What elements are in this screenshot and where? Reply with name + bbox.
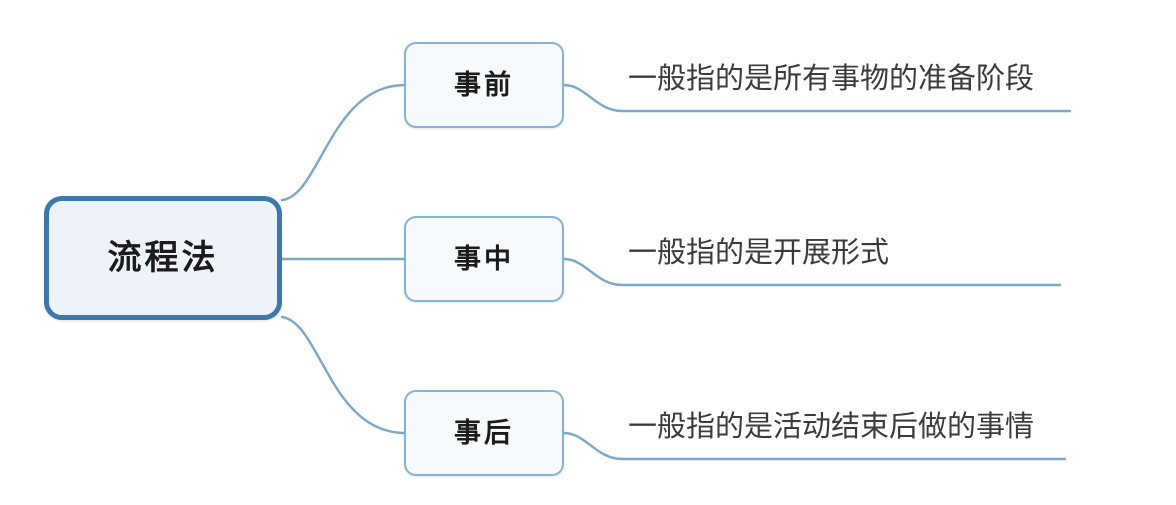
leaf-node-2-label: 一般指的是开展形式: [628, 235, 890, 269]
leaf-node-3[interactable]: 一般指的是活动结束后做的事情: [628, 409, 1035, 443]
leaf-node-2[interactable]: 一般指的是开展形式: [628, 235, 890, 269]
branch-node-3[interactable]: 事后: [404, 390, 564, 476]
connector-root-to-branch-1: [280, 83, 406, 202]
connector-root-to-branch-3: [280, 315, 406, 435]
branch-node-3-label: 事后: [454, 417, 514, 449]
leaf-node-1-label: 一般指的是所有事物的准备阶段: [628, 61, 1035, 95]
leaf-node-3-label: 一般指的是活动结束后做的事情: [628, 409, 1035, 443]
branch-node-2[interactable]: 事中: [404, 216, 564, 302]
root-node-label: 流程法: [107, 238, 219, 278]
root-node[interactable]: 流程法: [44, 196, 282, 320]
branch-node-1-label: 事前: [454, 69, 514, 101]
branch-node-1[interactable]: 事前: [404, 42, 564, 128]
branch-node-2-label: 事中: [454, 243, 514, 275]
leaf-node-1[interactable]: 一般指的是所有事物的准备阶段: [628, 61, 1035, 95]
